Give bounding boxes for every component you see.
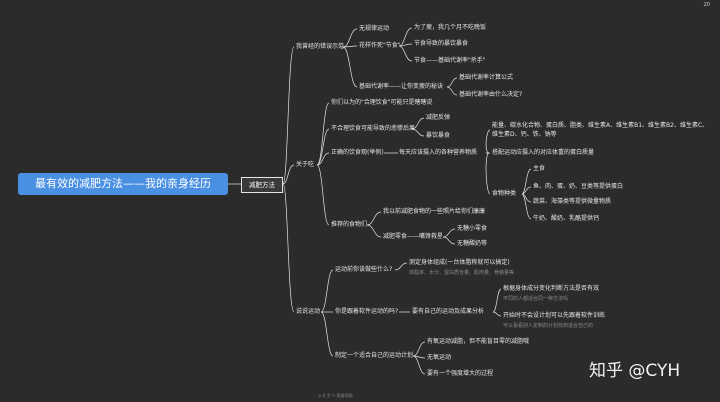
node-s3-c2[interactable]: 无氧运动 bbox=[427, 354, 452, 361]
node-s2-a[interactable]: 你们以为的"合理饮食"可能只是瞎瞎说 bbox=[331, 99, 433, 106]
node-food-1[interactable]: 主食 bbox=[533, 165, 546, 172]
node-s2-c1c[interactable]: 食物种类 bbox=[492, 190, 517, 197]
node-s3-b1a[interactable]: 根据身体成分变化判断方法是否有效 bbox=[503, 285, 600, 292]
node-s1-b2[interactable]: 节食导致的暴饮暴食 bbox=[414, 40, 469, 47]
node-s2-c1a[interactable]: 能量、碳水化合物、蛋白质、脂类、维生素A、维生素B1、维生素B2、维生素C、 bbox=[492, 122, 709, 129]
node-s3-c3[interactable]: 要有一个强度增大的过程 bbox=[427, 370, 494, 377]
node-s2-b[interactable]: 不合理饮食可能导致的悲惨后果 bbox=[331, 125, 416, 132]
node-s2-d2[interactable]: 减肥零食——嘴馋救星 bbox=[383, 233, 444, 240]
node-s1-b[interactable]: 花样作死"节食" bbox=[359, 42, 401, 49]
node-s3-b[interactable]: 你是跟着软件运动的吗? bbox=[335, 308, 399, 315]
node-s3-a1[interactable]: 测定身体组成(一台体脂称就可以搞定) bbox=[409, 259, 510, 266]
note-s3-b1a: 不同的人都适合同一种方法吗 bbox=[503, 296, 569, 302]
node-s2-d[interactable]: 推荐的食物们 bbox=[331, 221, 368, 228]
edge-branch-s3 bbox=[282, 183, 295, 313]
node-s1-b3[interactable]: 节食——基础代谢率"杀手" bbox=[414, 57, 486, 64]
node-s1-title[interactable]: 我曾经的错误示范 bbox=[296, 43, 345, 50]
node-s2-c1b[interactable]: 搭配运动应摄入的对应体重的蛋白质量 bbox=[492, 149, 595, 156]
branch-node[interactable]: 减肥方法 bbox=[241, 177, 283, 193]
note-s3-b1b: 可以看看别人定制的计划找到适合自己的 bbox=[503, 323, 594, 329]
node-s1-c[interactable]: 基础代谢率——让你变瘦的秘诀 bbox=[359, 83, 444, 90]
node-s2-b1[interactable]: 减肥反弹 bbox=[426, 114, 451, 121]
node-s2-d2b[interactable]: 无糖酸奶等 bbox=[457, 240, 488, 247]
node-s2-d1[interactable]: 我以前减肥食物的一些照片给你们康康 bbox=[383, 208, 486, 215]
edge-branch-s2 bbox=[282, 164, 295, 185]
node-food-4[interactable]: 牛奶、酸奶、乳酪提供钙 bbox=[533, 215, 600, 222]
node-s2-title[interactable]: 关于吃 bbox=[296, 161, 315, 168]
node-s3-c[interactable]: 制定一个适合自己的运动计划 bbox=[335, 352, 414, 359]
node-food-2[interactable]: 鱼、肉、蛋、奶、豆类等提供蛋白 bbox=[533, 183, 624, 190]
node-s2-c[interactable]: 正确的饮食观(举例) bbox=[331, 149, 384, 156]
node-s2-d2a[interactable]: 无糖小零食 bbox=[457, 225, 488, 232]
page-number: 20 bbox=[703, 2, 710, 8]
node-s1-c2[interactable]: 基础代谢率由什么决定? bbox=[459, 91, 523, 98]
node-s1-a[interactable]: 无规律运动 bbox=[359, 25, 390, 32]
node-s1-c1[interactable]: 基础代谢率计算公式 bbox=[459, 74, 514, 81]
node-s3-c1[interactable]: 有氧运动减脂，但不能盲目零的减脂哦 bbox=[427, 338, 530, 345]
node-s1-b1[interactable]: 为了瘦，我几个月不吃晚饭 bbox=[414, 24, 487, 31]
node-s3-a[interactable]: 运动前你该做些什么? bbox=[335, 266, 393, 273]
node-s3-b1[interactable]: 要有自己的运动及成果分析 bbox=[412, 308, 485, 315]
node-s3-b1b[interactable]: 开始时不会设计划可以先跟着软件训练 bbox=[503, 312, 606, 319]
note-s3-a1: 体脂率、水分、蛋白质含量、肌肉量、骨骼量等 bbox=[409, 270, 515, 276]
node-s2-c1[interactable]: 每天应该摄入的各种营养物质 bbox=[399, 149, 478, 156]
watermark: 知乎 @CYH bbox=[589, 361, 681, 381]
node-s3-title[interactable]: 说说运动 bbox=[296, 308, 321, 315]
footer-status: ◎ 0 字 ✎ 思维导图 bbox=[318, 393, 353, 398]
node-s2-c1a2: 维生素D、钙、铁、钠等 bbox=[492, 131, 557, 138]
edge-branch-s1 bbox=[282, 46, 295, 185]
node-s2-b2[interactable]: 暴饮暴食 bbox=[426, 132, 451, 139]
root-node[interactable]: 最有效的减肥方法——我的亲身经历 bbox=[18, 173, 228, 195]
node-food-3[interactable]: 蔬菜、海藻类等提供微量物质 bbox=[533, 198, 612, 205]
